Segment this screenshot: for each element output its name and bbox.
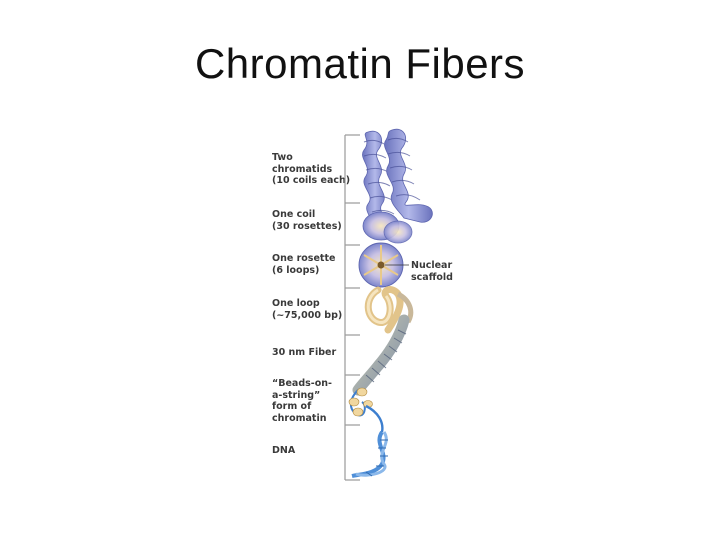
label-dna: DNA — [272, 445, 296, 456]
fiber-30nm — [352, 314, 410, 396]
label-one-coil: One coil (30 rosettes) — [272, 209, 342, 232]
level-brackets — [344, 134, 360, 481]
chromatid-right — [384, 128, 433, 223]
label-beads-on-string: “Beads-on- a-string” form of chromatin — [272, 378, 332, 424]
label-30nm-fiber: 30 nm Fiber — [272, 347, 337, 358]
dna-helix — [351, 430, 388, 478]
beads-on-string — [348, 387, 384, 433]
slide-title: Chromatin Fibers — [194, 40, 526, 87]
label-two-chromatids: Two chromatids (10 coils each) — [272, 152, 351, 186]
label-one-loop: One loop (~75,000 bp) — [272, 298, 343, 321]
rosette — [358, 242, 409, 288]
label-nuclear-scaffold: Nuclear scaffold — [411, 260, 453, 283]
label-one-rosette: One rosette (6 loops) — [272, 253, 336, 276]
coil-rosettes — [362, 211, 413, 244]
